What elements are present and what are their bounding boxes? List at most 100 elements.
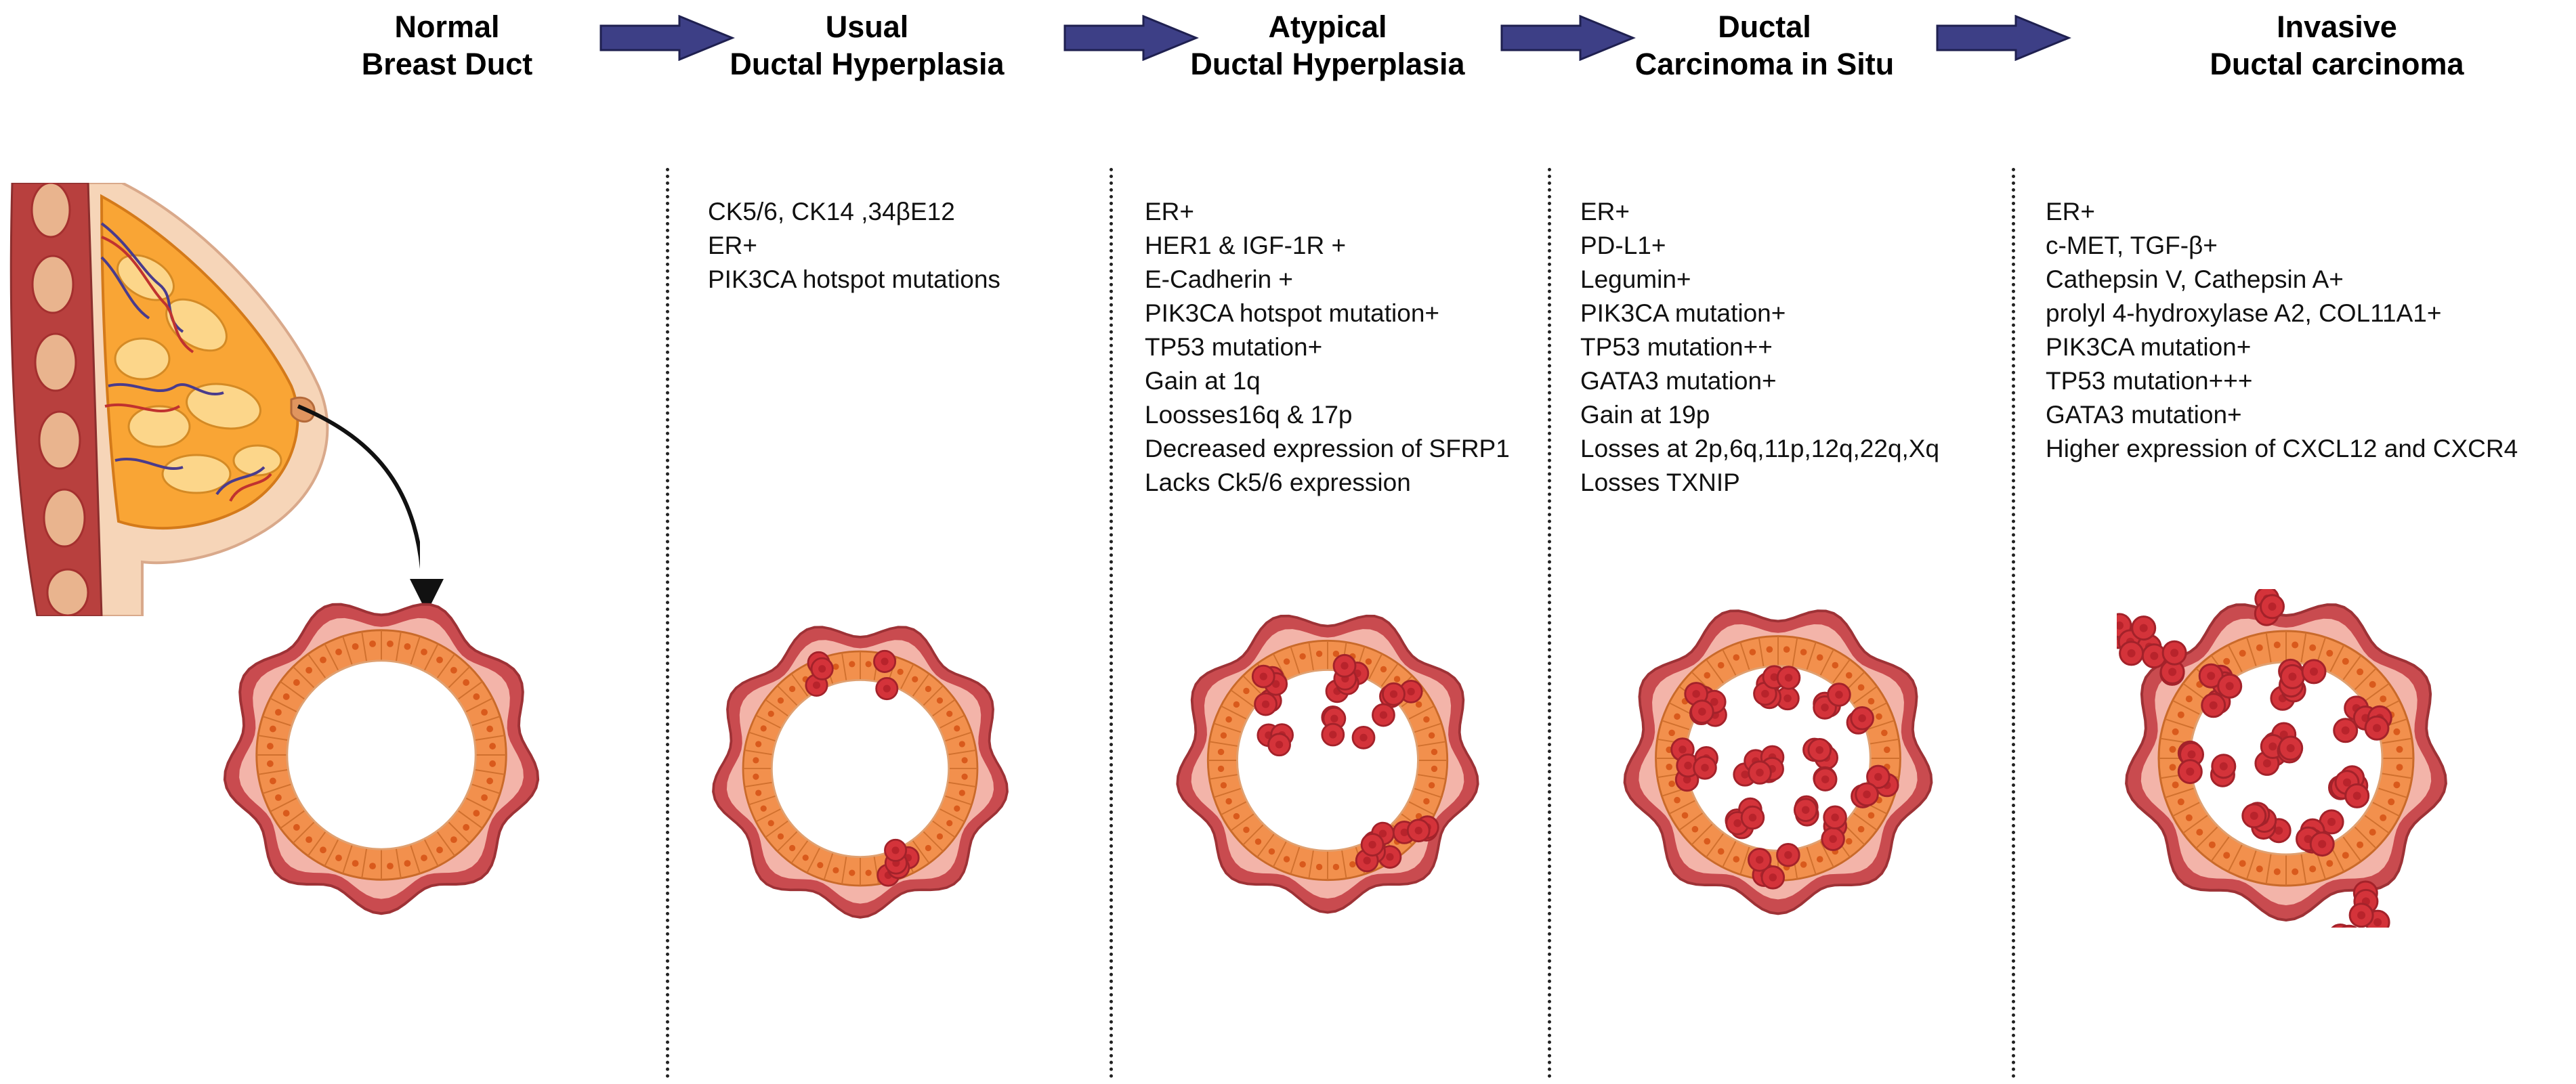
cell-nucleus (2309, 644, 2317, 651)
tumor-cell-nucleus (2318, 840, 2327, 848)
cell-boundary (2353, 668, 2377, 691)
cell-boundary (1380, 663, 1399, 688)
cell-boundary (280, 680, 305, 700)
cell-nucleus (1225, 798, 1232, 805)
cell-nucleus (1816, 654, 1823, 661)
cell-boundary (1691, 823, 1714, 846)
cell-nucleus (387, 640, 394, 647)
cell-nucleus (1845, 672, 1853, 679)
cell-nucleus (282, 810, 290, 817)
stage-divider (2012, 168, 2015, 1079)
cell-nucleus (1233, 812, 1240, 820)
cell-nucleus (2177, 711, 2184, 718)
tumor-cell-nucleus (1698, 708, 1706, 716)
tumor-cell-nucleus (1874, 773, 1882, 781)
duct-idc (2117, 589, 2447, 928)
cell-boundary (1209, 741, 1239, 747)
stage-title-line2: Ductal Hyperplasia (1190, 47, 1465, 81)
cell-nucleus (463, 824, 470, 831)
cell-boundary (1416, 741, 1446, 747)
cell-boundary (2172, 801, 2201, 817)
cell-nucleus (1380, 666, 1387, 673)
cell-nucleus (450, 836, 457, 844)
stage-divider (1548, 168, 1551, 1079)
cell-boundary (423, 838, 439, 867)
cell-nucleus (481, 709, 488, 716)
cell-nucleus (275, 794, 282, 801)
cell-boundary (2353, 825, 2377, 849)
cell-boundary (2182, 814, 2209, 834)
cell-nucleus (760, 725, 767, 732)
breast-anatomy-illustration (9, 183, 420, 616)
tumor-cell-nucleus (1330, 714, 1338, 722)
stage-title-line1: Normal (394, 9, 500, 44)
cell-nucleus (2256, 644, 2263, 651)
cell-nucleus (946, 820, 953, 827)
cell-nucleus (946, 710, 953, 717)
cell-nucleus (1217, 765, 1225, 773)
cell-nucleus (1867, 812, 1875, 819)
cell-nucleus (269, 777, 276, 785)
cell-boundary (841, 855, 847, 884)
cell-boundary (270, 697, 298, 713)
marker-item: Legumin+ (1580, 265, 1691, 293)
cell-boundary (1739, 642, 1750, 671)
tumor-cell-nucleus (2170, 649, 2179, 657)
cell-nucleus (2239, 860, 2246, 867)
tumor-cell-nucleus (1340, 662, 1349, 670)
tumor-cell-nucleus (1784, 674, 1793, 682)
cell-boundary (2227, 844, 2243, 872)
tumor-cell-nucleus (2150, 651, 2159, 660)
cell-nucleus (1299, 653, 1306, 660)
cell-boundary (457, 680, 483, 700)
tumor-cell-nucleus (1683, 775, 1691, 784)
cell-boundary (447, 666, 470, 689)
marker-item: TP53 mutation+++ (2046, 367, 2253, 395)
marker-item: Lacks Ck5/6 expression (1145, 469, 1411, 496)
tumor-cell-nucleus (2117, 621, 2124, 630)
cell-nucleus (1431, 765, 1438, 773)
cell-nucleus (2185, 695, 2193, 703)
cell-nucleus (2388, 798, 2395, 806)
tumor-cell-nucleus (1835, 691, 1843, 699)
cell-nucleus (753, 757, 759, 764)
cell-boundary (474, 735, 505, 741)
tumor-cell-nucleus (1389, 690, 1398, 698)
cell-nucleus (2256, 865, 2263, 873)
marker-item: E-Cadherin + (1145, 265, 1294, 293)
cell-boundary (777, 830, 799, 852)
cell-nucleus (486, 777, 494, 785)
marker-item: Higher expression of CXCL12 and CXCR4 (2046, 435, 2518, 462)
cell-nucleus (2342, 657, 2349, 665)
cell-boundary (841, 653, 847, 682)
stage-divider (666, 168, 669, 1079)
tumor-cell-nucleus (1858, 714, 1866, 722)
cell-boundary (2265, 632, 2272, 664)
cell-nucleus (1349, 861, 1356, 868)
tumor-cell-nucleus (1378, 829, 1387, 838)
cell-nucleus (1681, 812, 1689, 819)
cell-nucleus (2393, 728, 2401, 735)
tumor-cell-nucleus (2343, 778, 2351, 787)
cell-nucleus (755, 741, 762, 747)
duct-lumen (286, 659, 477, 850)
marker-item: PIK3CA hotspot mutation+ (1145, 299, 1440, 327)
cell-boundary (1869, 738, 1899, 745)
cell-boundary (280, 810, 305, 829)
cell-nucleus (1268, 848, 1275, 855)
tumor-cell-nucleus (2139, 624, 2148, 632)
cell-boundary (2164, 787, 2195, 799)
cell-boundary (410, 844, 421, 874)
tumor-cell-nucleus (2186, 767, 2195, 776)
cell-nucleus (473, 810, 480, 817)
cell-nucleus (2196, 829, 2203, 836)
duct-udh (712, 626, 1009, 919)
cell-boundary (2342, 836, 2362, 862)
cell-nucleus (2309, 865, 2317, 873)
cell-nucleus (1217, 748, 1225, 756)
tumor-cell-nucleus (891, 846, 900, 854)
marker-list-adh: ER+HER1 & IGF-1R +E-Cadherin +PIK3CA hot… (1145, 195, 1510, 500)
cell-boundary (2381, 773, 2412, 779)
cell-nucleus (305, 836, 312, 844)
cell-nucleus (1674, 796, 1681, 804)
